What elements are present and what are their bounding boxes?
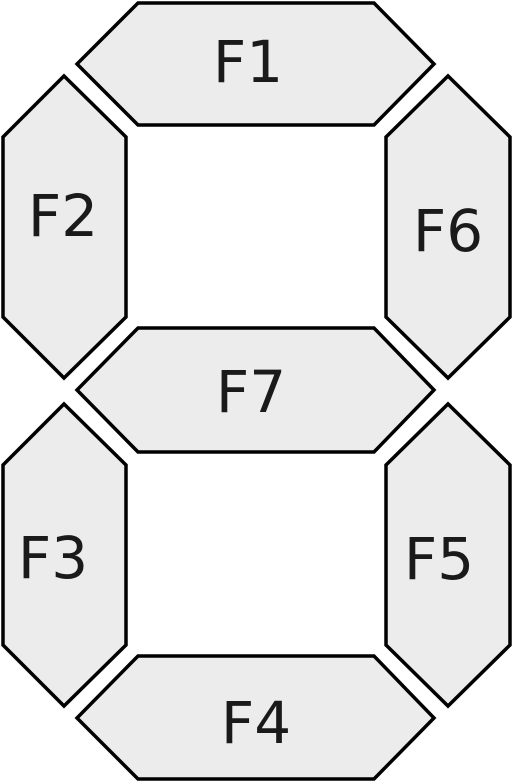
segment-f4-shape (74, 654, 437, 781)
segment-f3-shape (1, 401, 128, 709)
segment-f3-label: F3 (18, 524, 88, 592)
segment-f2-shape (1, 73, 128, 381)
segment-f1-shape (74, 1, 437, 127)
segment-f1-label: F1 (213, 28, 283, 96)
segment-f6: F6 (384, 73, 512, 381)
segment-f5: F5 (384, 401, 512, 709)
segment-f1: F1 (74, 1, 437, 127)
segment-f7-shape (74, 326, 437, 454)
segment-f2-label: F2 (28, 182, 98, 250)
segment-f2: F2 (1, 73, 128, 381)
segment-f3: F3 (1, 401, 128, 709)
segment-f5-shape (384, 401, 512, 709)
segment-f7: F7 (74, 326, 437, 454)
segment-f7-label: F7 (216, 358, 286, 426)
segment-f5-label: F5 (404, 525, 474, 593)
segment-f4: F4 (74, 654, 437, 781)
segment-f4-label: F4 (221, 689, 291, 757)
segment-f6-shape (384, 73, 512, 381)
segment-f6-label: F6 (413, 197, 483, 265)
